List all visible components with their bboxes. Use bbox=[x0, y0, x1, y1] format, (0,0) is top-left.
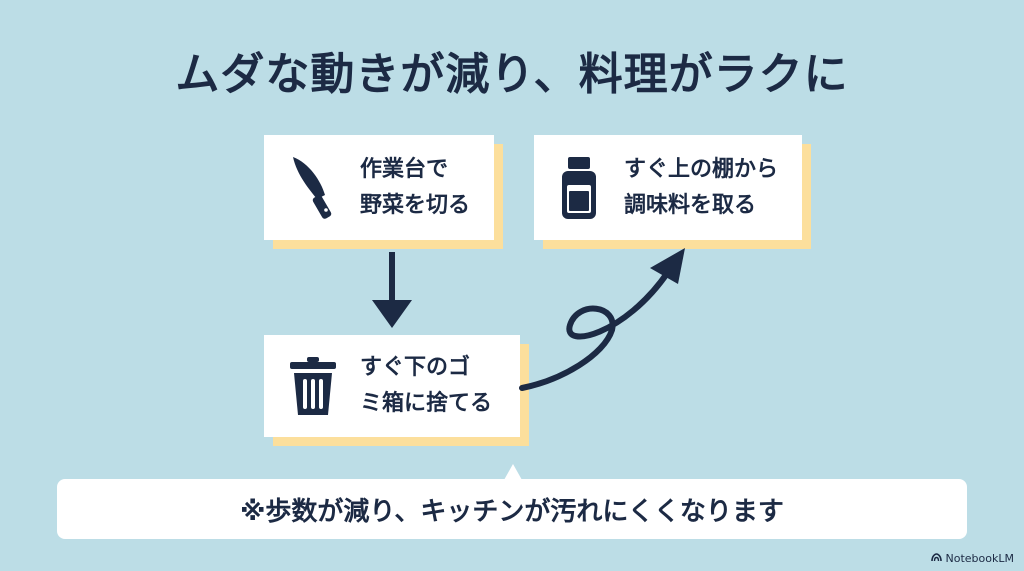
note-pointer bbox=[504, 464, 522, 480]
step-label-line-1: 作業台で bbox=[360, 156, 449, 182]
knife-icon bbox=[282, 153, 342, 223]
note-box: ※歩数が減り、キッチンが汚れにくくなります bbox=[57, 479, 967, 539]
step-label-line-1: すぐ下のゴ bbox=[360, 355, 471, 380]
brand-watermark: NotebookLM bbox=[930, 552, 1014, 565]
step-label-line-1: すぐ上の棚から bbox=[624, 156, 779, 182]
step-label: すぐ上の棚から 調味料を取る bbox=[624, 152, 778, 224]
spice-jar-icon bbox=[556, 155, 602, 221]
trash-can-icon bbox=[286, 355, 340, 417]
step-label-line-2: 調味料を取る bbox=[624, 192, 757, 218]
step-card-seasoning: すぐ上の棚から 調味料を取る bbox=[534, 135, 802, 240]
notebooklm-logo-icon bbox=[930, 552, 942, 565]
arrow-down bbox=[372, 252, 412, 328]
step-label: 作業台で 野菜を切る bbox=[360, 152, 470, 224]
brand-name: NotebookLM bbox=[945, 552, 1014, 565]
step-label-line-2: 野菜を切る bbox=[360, 192, 471, 218]
step-label: すぐ下のゴ ミ箱に捨てる bbox=[360, 350, 492, 422]
step-card-cut-vegetables: 作業台で 野菜を切る bbox=[264, 135, 494, 240]
note-text: ※歩数が減り、キッチンが汚れにくくなります bbox=[240, 496, 784, 527]
page-title: ムダな動きが減り、料理がラクに bbox=[175, 49, 849, 100]
arrow-loop bbox=[519, 248, 685, 391]
step-card-trash: すぐ下のゴ ミ箱に捨てる bbox=[264, 335, 520, 437]
step-label-line-2: ミ箱に捨てる bbox=[360, 391, 493, 416]
